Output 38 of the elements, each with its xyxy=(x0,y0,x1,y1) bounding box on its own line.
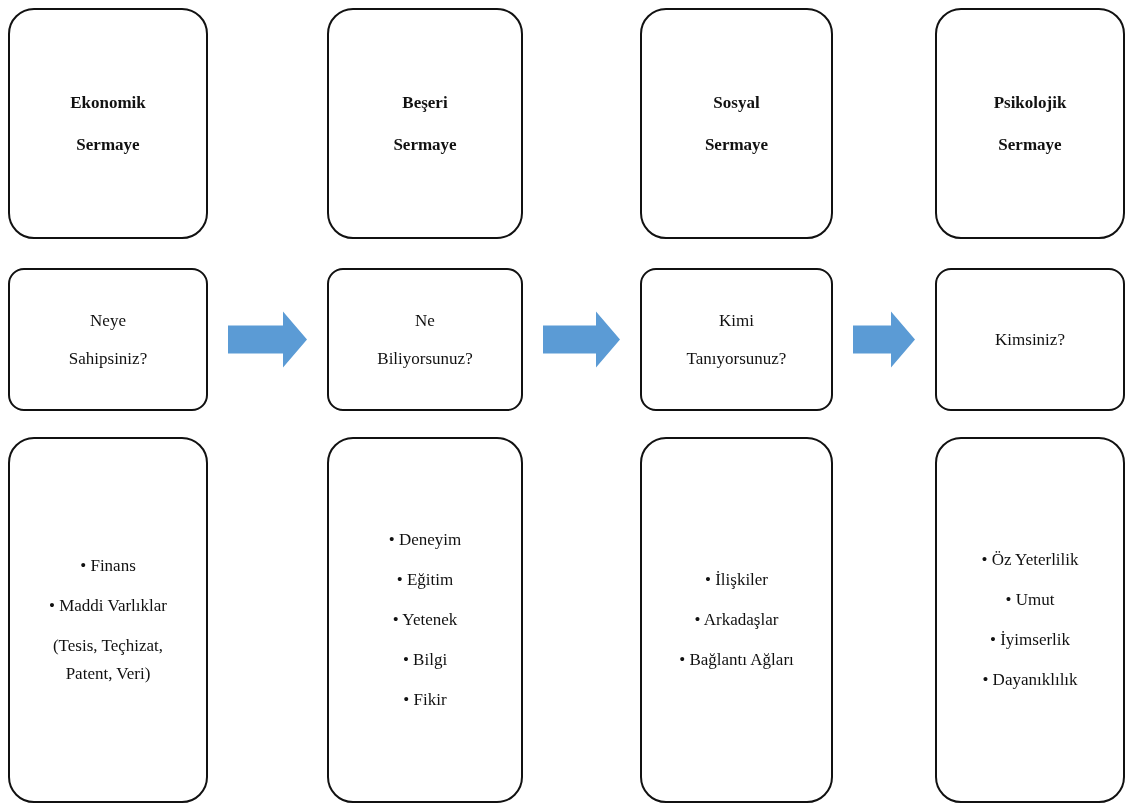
question-box xyxy=(640,268,833,411)
block-arrow xyxy=(853,311,915,368)
heading-box xyxy=(640,8,833,239)
question-text: Ne Biliyorsunuz? xyxy=(377,309,473,370)
list-item: • Maddi Varlıklar xyxy=(49,595,167,617)
list-item: (Tesis, Teçhizat, Patent, Veri) xyxy=(51,635,165,685)
list-item: • Yetenek xyxy=(392,609,458,631)
list-item: • Eğitim xyxy=(396,569,454,591)
question-box xyxy=(935,268,1125,411)
heading-text: Psikolojik Sermaye xyxy=(993,91,1067,156)
list-item: • Bilgi xyxy=(402,649,448,671)
question-text: Neye Sahipsiniz? xyxy=(68,309,148,370)
list-item: • Dayanıklılık xyxy=(982,669,1078,691)
question-text: Kimsiniz? xyxy=(995,328,1065,351)
list-item: • Arkadaşlar xyxy=(694,609,779,631)
heading-text: Ekonomik Sermaye xyxy=(70,91,146,156)
block-arrow xyxy=(543,311,620,368)
heading-text: Sosyal Sermaye xyxy=(704,91,769,156)
question-box xyxy=(327,268,523,411)
list-item: • İyimserlik xyxy=(989,629,1071,651)
list-item: • Umut xyxy=(1005,589,1055,611)
list-box xyxy=(327,437,523,803)
list-item: • İlişkiler xyxy=(704,569,769,591)
list-item: • Fikir xyxy=(403,689,447,711)
list-item: • Öz Yeterlilik xyxy=(981,549,1079,571)
heading-box xyxy=(327,8,523,239)
list-box xyxy=(640,437,833,803)
block-arrow xyxy=(228,311,307,368)
question-box xyxy=(8,268,208,411)
heading-box xyxy=(935,8,1125,239)
list-box xyxy=(935,437,1125,803)
list-item: • Bağlantı Ağları xyxy=(679,649,794,671)
list-box xyxy=(8,437,208,803)
heading-box xyxy=(8,8,208,239)
question-text: Kimi Tanıyorsunuz? xyxy=(686,309,787,370)
heading-text: Beşeri Sermaye xyxy=(393,91,457,156)
list-item: • Deneyim xyxy=(388,529,462,551)
list-item: • Finans xyxy=(80,555,136,577)
